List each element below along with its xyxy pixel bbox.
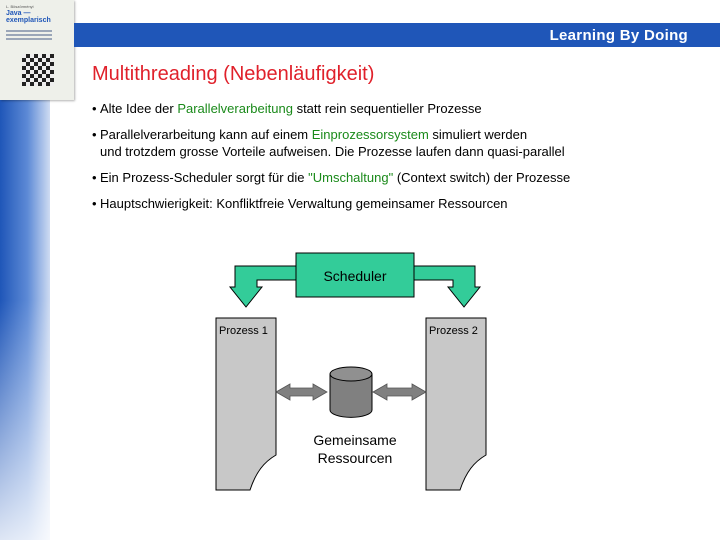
book-title: Java — exemplarisch <box>6 10 51 24</box>
resource-arrow-right <box>372 383 427 401</box>
bullet-symbol: • <box>92 101 97 116</box>
chessboard-icon <box>22 54 54 86</box>
slide-title: Multithreading (Nebenläufigkeit) <box>92 63 375 85</box>
brand-slogan: Learning By Doing <box>549 27 688 44</box>
process-1-label: Prozess 1 <box>219 325 268 337</box>
bullet-item-4: •Hauptschwierigkeit: Konfliktfreie Verwa… <box>92 196 508 211</box>
bullet-list: •Alte Idee der Parallelverarbeitung stat… <box>92 100 702 221</box>
resource-cylinder-body <box>329 373 373 418</box>
shared-resources-label: Gemeinsame Ressourcen <box>313 432 397 466</box>
bullet-symbol: • <box>92 170 97 185</box>
process-2-shape <box>425 317 487 491</box>
scheduler-label: Scheduler <box>323 268 387 284</box>
bullet-symbol: • <box>92 127 97 142</box>
book-author: L. Böszörményi <box>6 4 34 9</box>
book-text-lines <box>6 30 52 42</box>
book-cover-thumbnail: L. Böszörményi Java — exemplarisch <box>0 0 74 100</box>
bullet-symbol: • <box>92 196 97 211</box>
left-band-fade <box>0 300 50 540</box>
resource-arrow-left <box>275 383 328 401</box>
header-bar: Learning By Doing <box>74 23 720 47</box>
scheduler-arrow-right <box>413 265 482 308</box>
process-2-label: Prozess 2 <box>429 325 478 337</box>
bullet-item-2: •Parallelverarbeitung kann auf einem Ein… <box>92 127 565 159</box>
process-1-shape <box>215 317 277 491</box>
bullet-item-1: •Alte Idee der Parallelverarbeitung stat… <box>92 101 482 116</box>
scheduler-box <box>295 252 415 298</box>
bullet-item-3: •Ein Prozess-Scheduler sorgt für die "Um… <box>92 170 571 185</box>
scheduler-arrow-left <box>228 265 297 308</box>
resource-cylinder-top <box>329 366 373 382</box>
